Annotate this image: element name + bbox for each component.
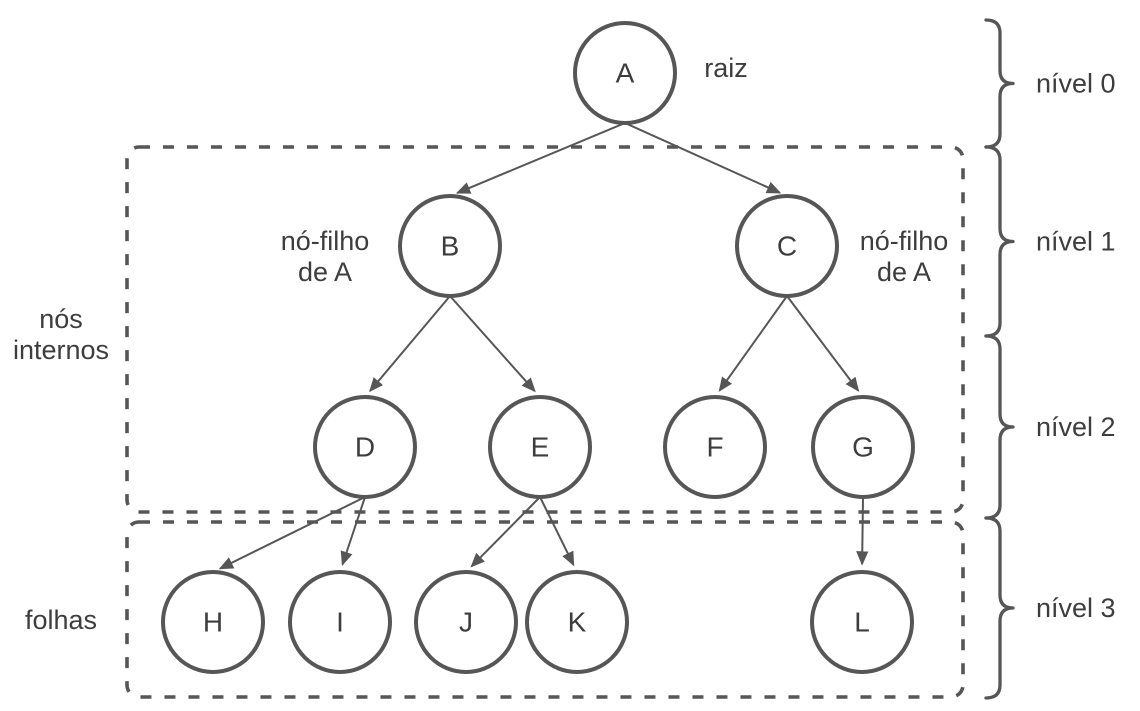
edge-E-J xyxy=(470,496,541,568)
edge-G-L xyxy=(856,496,869,566)
node-J-circle xyxy=(414,570,518,674)
node-D: D xyxy=(313,395,417,499)
level-1-brace xyxy=(984,145,1015,338)
node-K-circle xyxy=(525,570,629,674)
node-c-annotation-line-1: de A xyxy=(877,257,931,287)
node-c-annotation-line-0: nó-filho xyxy=(860,226,949,256)
node-F: F xyxy=(663,395,767,499)
node-G-circle xyxy=(811,395,915,499)
node-L-circle xyxy=(810,570,914,674)
edge-B-D xyxy=(369,295,451,393)
node-H-label: H xyxy=(203,607,223,638)
node-K: K xyxy=(525,570,629,674)
node-I-circle xyxy=(288,570,392,674)
node-K-label: K xyxy=(568,607,587,638)
node-G-label: G xyxy=(852,432,874,463)
node-E-circle xyxy=(488,395,592,499)
node-B-circle xyxy=(398,194,502,298)
level-1-label: nível 1 xyxy=(1036,227,1116,257)
edge-C-F xyxy=(718,295,788,392)
level-2-brace xyxy=(984,334,1015,520)
level-0-brace xyxy=(984,18,1015,149)
node-F-label: F xyxy=(706,432,723,463)
edge-E-K xyxy=(539,496,575,567)
node-H-circle xyxy=(161,570,265,674)
level-0-label: nível 0 xyxy=(1036,69,1116,99)
node-b-annotation-line-1: de A xyxy=(298,257,352,287)
node-B: B xyxy=(398,194,502,298)
level-2-label: nível 2 xyxy=(1036,412,1116,442)
internal-nodes-label-line-1: internos xyxy=(13,335,109,365)
level-3-label: nível 3 xyxy=(1036,593,1116,623)
node-L-label: L xyxy=(854,607,870,638)
node-D-circle xyxy=(313,395,417,499)
leaves-label-line-0: folhas xyxy=(25,605,97,635)
edge-A-B xyxy=(455,122,626,194)
edge-A-C xyxy=(624,122,782,194)
node-F-circle xyxy=(663,395,767,499)
node-I-label: I xyxy=(336,607,344,638)
root-annotation-line-0: raiz xyxy=(704,53,748,83)
node-I: I xyxy=(288,570,392,674)
internal-nodes-label-line-0: nós xyxy=(39,304,83,334)
node-E-label: E xyxy=(531,432,550,463)
internal-nodes-box xyxy=(125,145,965,514)
node-B-label: B xyxy=(441,231,460,262)
edge-B-E xyxy=(449,295,536,393)
edge-D-I xyxy=(340,496,366,566)
node-b-annotation-line-0: nó-filho xyxy=(281,226,370,256)
edge-C-G xyxy=(786,295,860,392)
node-E: E xyxy=(488,395,592,499)
node-G: G xyxy=(811,395,915,499)
node-H: H xyxy=(161,570,265,674)
edge-D-H xyxy=(218,496,366,570)
node-D-label: D xyxy=(355,432,375,463)
node-J: J xyxy=(414,570,518,674)
node-C: C xyxy=(735,194,839,298)
node-L: L xyxy=(810,570,914,674)
leaves-box xyxy=(125,520,965,699)
node-J-label: J xyxy=(459,607,473,638)
root-annotation: raiz xyxy=(704,53,748,83)
node-A-circle xyxy=(573,21,677,125)
node-A-label: A xyxy=(616,58,635,89)
node-A: A xyxy=(573,21,677,125)
node-C-label: C xyxy=(777,231,797,262)
node-C-circle xyxy=(735,194,839,298)
level-3-brace xyxy=(984,516,1015,700)
leaves-label: folhas xyxy=(25,605,97,635)
